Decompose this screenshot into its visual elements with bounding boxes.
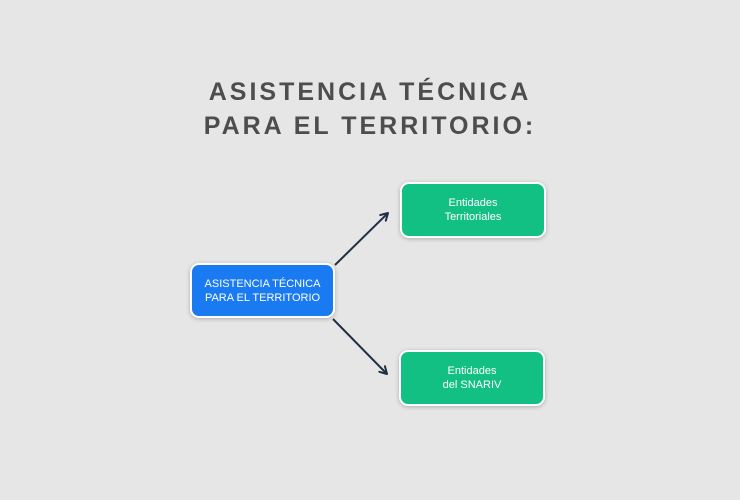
target-node-1-line-2: Territoriales (444, 211, 502, 223)
target-node-2-line-1: Entidades (447, 365, 497, 377)
target-node-2-line-2: del SNARIV (442, 379, 502, 391)
diagram-title-line-2: PARA EL TERRITORIO: (203, 112, 537, 140)
diagram-title-line-1: ASISTENCIA TÉCNICA (208, 78, 532, 106)
source-node-line-1: ASISTENCIA TÉCNICA (204, 277, 321, 290)
target-node-1-line-1: Entidades (448, 197, 498, 209)
target-node-entidades-snariv: Entidades del SNARIV (399, 350, 545, 406)
source-node-asistencia-tecnica: ASISTENCIA TÉCNICA PARA EL TERRITORIO (190, 263, 335, 318)
source-node-line-2: PARA EL TERRITORIO (204, 291, 321, 304)
arrow-to-entidades-territoriales (334, 212, 389, 266)
target-node-entidades-territoriales: Entidades Territoriales (400, 182, 546, 238)
arrow-to-entidades-snariv (332, 318, 388, 375)
